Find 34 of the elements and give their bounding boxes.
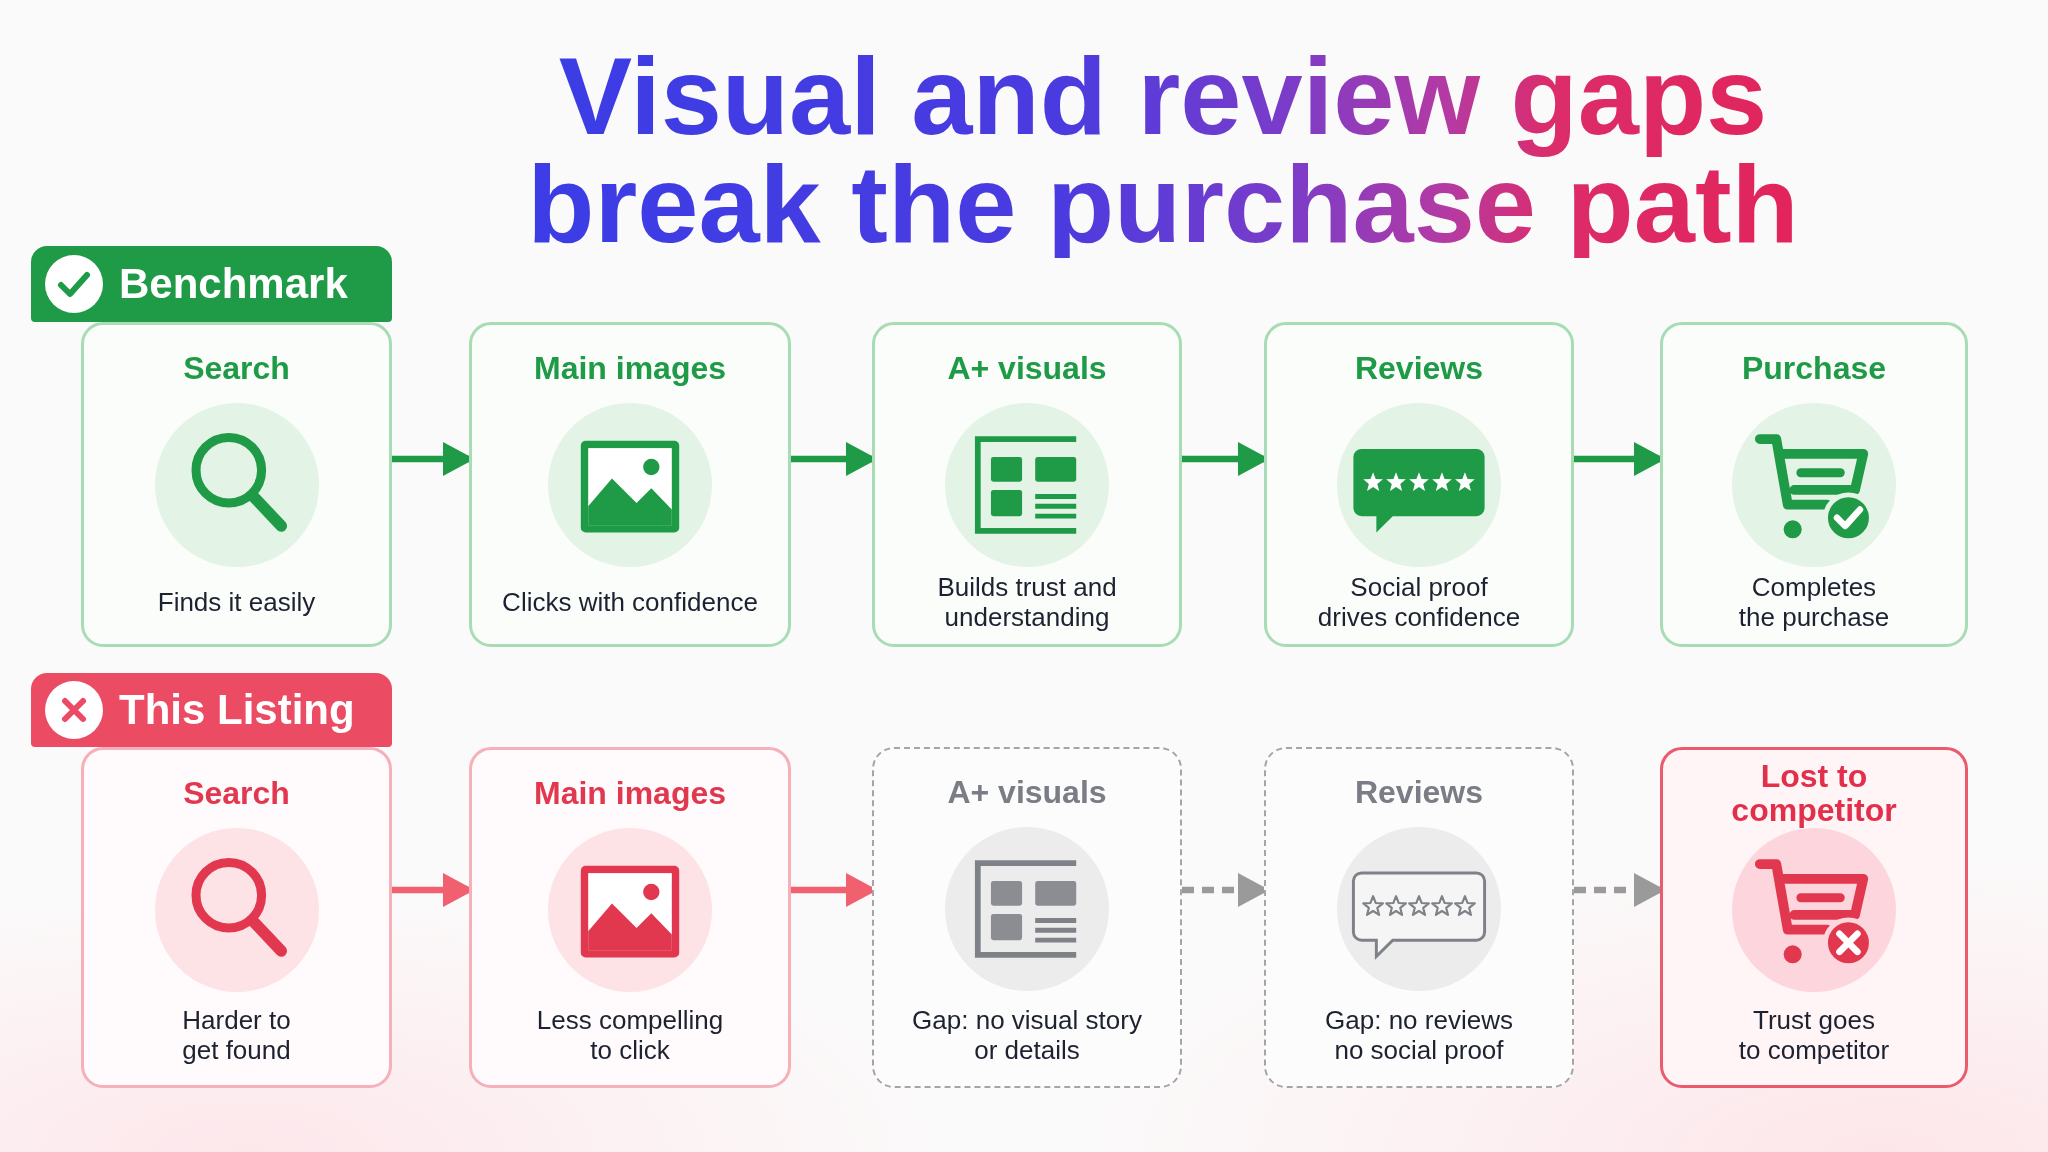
step-card bbox=[1660, 322, 1968, 647]
step-card bbox=[1660, 747, 1968, 1088]
step-description: Completes the purchase bbox=[1738, 571, 1890, 632]
step-title: Reviews bbox=[1354, 775, 1484, 809]
step-title: Lost to competitor bbox=[1731, 759, 1897, 827]
section-label: This Listing bbox=[119, 686, 355, 734]
step-card bbox=[872, 747, 1182, 1088]
step-title: A+ visuals bbox=[947, 775, 1107, 809]
step-description: Gap: no visual story or details bbox=[912, 1004, 1142, 1065]
section-tab bbox=[31, 246, 392, 322]
step-title: Search bbox=[183, 351, 290, 385]
step-description: Finds it easily bbox=[157, 586, 316, 617]
step-title: A+ visuals bbox=[947, 351, 1107, 385]
step-card bbox=[469, 747, 791, 1088]
step-description: Builds trust and understanding bbox=[937, 571, 1117, 632]
step-description: Less compelling to click bbox=[536, 1004, 724, 1065]
step-card bbox=[1264, 747, 1574, 1088]
step-title: Main images bbox=[533, 351, 727, 385]
step-description: Clicks with confidence bbox=[502, 586, 758, 617]
step-title: Reviews bbox=[1354, 351, 1484, 385]
step-description: Gap: no reviews no social proof bbox=[1325, 1004, 1513, 1065]
step-description: Trust goes to competitor bbox=[1738, 1004, 1890, 1065]
step-card bbox=[1264, 322, 1574, 647]
step-title: Purchase bbox=[1741, 351, 1887, 385]
step-description: Social proof drives confidence bbox=[1317, 571, 1521, 632]
step-description: Harder to get found bbox=[182, 1004, 291, 1065]
step-card bbox=[469, 322, 791, 647]
section-tab bbox=[31, 673, 392, 747]
step-card bbox=[81, 747, 392, 1088]
step-card bbox=[81, 322, 392, 647]
section-label: Benchmark bbox=[119, 260, 348, 308]
step-title: Search bbox=[183, 776, 290, 810]
step-card bbox=[872, 322, 1182, 647]
step-title: Main images bbox=[533, 776, 727, 810]
